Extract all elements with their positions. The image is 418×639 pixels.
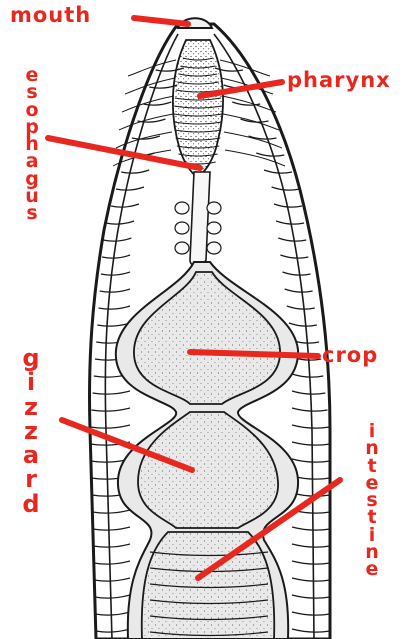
- label-letter: d: [22, 492, 39, 516]
- label-mouth: mouth: [10, 5, 91, 26]
- gland-left: [175, 222, 189, 234]
- label-letter: z: [24, 419, 38, 443]
- label-letter: r: [25, 467, 37, 491]
- label-letter: a: [23, 443, 39, 467]
- label-letter: n: [365, 439, 379, 456]
- pointer-crop: [190, 352, 318, 356]
- label-letter: g: [22, 346, 39, 370]
- gland-right: [207, 222, 221, 234]
- pointer-mouth: [134, 18, 188, 24]
- label-crop: crop: [322, 345, 378, 366]
- gland-right: [207, 242, 221, 254]
- label-letter: i: [27, 370, 35, 394]
- label-letter: z: [24, 395, 38, 419]
- label-pharynx: pharynx: [287, 70, 391, 91]
- esophagus-shape: [190, 172, 210, 266]
- gland-left: [175, 202, 189, 214]
- label-letter: s: [26, 83, 37, 100]
- gland-left: [175, 242, 189, 254]
- label-letter: s: [26, 204, 37, 221]
- gland-right: [207, 202, 221, 214]
- label-letter: e: [366, 560, 379, 577]
